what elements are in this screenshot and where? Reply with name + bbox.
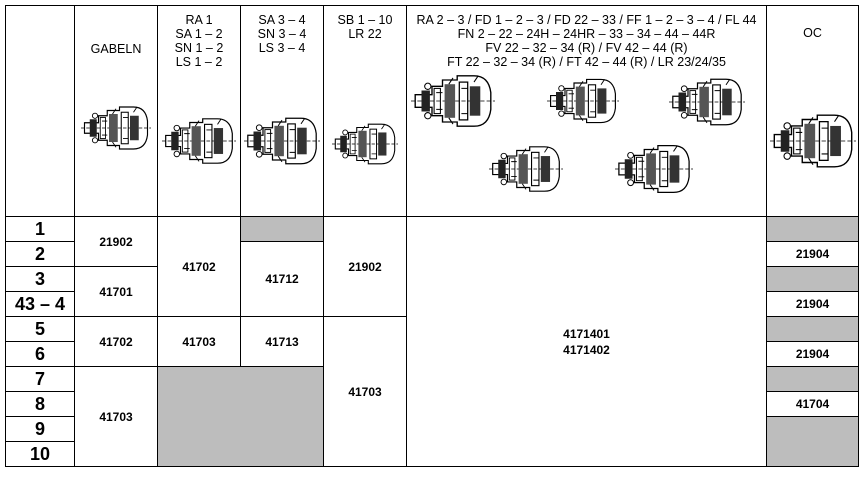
- header-sb-line: SB 1 – 10: [337, 13, 393, 27]
- header-sa34-line: SN 3 – 4: [257, 27, 307, 41]
- code-cell: 41703: [323, 316, 407, 467]
- row-label: 43 – 4: [5, 291, 75, 317]
- corner-cell: [5, 5, 75, 217]
- header-ra1: RA 1 SA 1 – 2 SN 1 – 2 LS 1 – 2: [157, 5, 241, 217]
- code-cell: 21902: [74, 216, 158, 267]
- empty-gray-cell: [766, 216, 859, 242]
- header-gabeln-label: GABELN: [90, 42, 142, 56]
- pto-coupling-drawing: [332, 123, 398, 165]
- empty-gray-cell: [766, 266, 859, 292]
- row-label: 1: [5, 216, 75, 242]
- header-sa34: SA 3 – 4 SN 3 – 4 LS 3 – 4: [240, 5, 324, 217]
- header-oc-label: OC: [803, 26, 822, 40]
- code-cell: 41703: [74, 366, 158, 467]
- row-label: 8: [5, 391, 75, 417]
- header-multi-line: FV 22 – 32 – 34 (R) / FV 42 – 44 (R): [485, 41, 688, 55]
- row-label: 3: [5, 266, 75, 292]
- code-cell: 21902: [323, 216, 407, 317]
- empty-gray-cell: [766, 316, 859, 342]
- row-label: 7: [5, 366, 75, 392]
- header-ra1-line: SA 1 – 2: [175, 27, 223, 41]
- code-cell: 21904: [766, 241, 859, 267]
- row-label: 6: [5, 341, 75, 367]
- code-cell: 21904: [766, 291, 859, 317]
- code-cell: 21904: [766, 341, 859, 367]
- pto-coupling-drawing: [81, 106, 151, 150]
- pto-coupling-drawing: [547, 78, 619, 124]
- code-line: 4171402: [563, 342, 610, 357]
- code-cell: 41702: [74, 316, 158, 367]
- pto-coupling-drawing: [411, 75, 495, 127]
- header-oc: OC: [766, 5, 859, 217]
- code-cell: 41701: [74, 266, 158, 317]
- pto-coupling-drawing: [162, 118, 236, 164]
- header-multi: RA 2 – 3 / FD 1 – 2 – 3 / FD 22 – 33 / F…: [406, 5, 767, 217]
- header-ra1-line: SN 1 – 2: [174, 41, 224, 55]
- code-line: 4171401: [563, 326, 610, 341]
- header-sa34-line: LS 3 – 4: [258, 41, 306, 55]
- header-multi-line: FN 2 – 22 – 24H – 24HR – 33 – 34 – 44 – …: [457, 27, 716, 41]
- empty-gray-cell: [766, 416, 859, 467]
- empty-gray-cell: [157, 366, 324, 467]
- header-sb: SB 1 – 10 LR 22: [323, 5, 407, 217]
- header-sb-line: LR 22: [348, 27, 382, 41]
- pto-coupling-drawing: [769, 114, 856, 168]
- code-cell: 41702: [157, 216, 241, 317]
- row-label: 5: [5, 316, 75, 342]
- code-cell: 41703: [157, 316, 241, 367]
- pto-coupling-drawing: [615, 144, 693, 194]
- pto-coupling-drawing: [669, 78, 745, 126]
- row-label: 10: [5, 441, 75, 467]
- pto-coupling-drawing: [489, 146, 563, 192]
- multi-drawings: [408, 71, 766, 211]
- code-cell: 4171401 4171402: [406, 216, 767, 467]
- code-cell: 41713: [240, 316, 324, 367]
- parts-table: GABELN RA 1 SA 1 – 2 SN 1 – 2 LS 1 – 2 S…: [5, 5, 859, 467]
- header-gabeln: GABELN: [74, 5, 158, 217]
- code-cell: 41712: [240, 241, 324, 317]
- header-multi-line: RA 2 – 3 / FD 1 – 2 – 3 / FD 22 – 33 / F…: [416, 13, 757, 27]
- row-label: 9: [5, 416, 75, 442]
- row-label: 2: [5, 241, 75, 267]
- empty-gray-cell: [766, 366, 859, 392]
- header-ra1-line: LS 1 – 2: [175, 55, 223, 69]
- pto-coupling-drawing: [244, 117, 320, 165]
- header-multi-line: FT 22 – 32 – 34 (R) / FT 42 – 44 (R) / L…: [447, 55, 726, 69]
- header-ra1-line: RA 1: [185, 13, 213, 27]
- empty-gray-cell: [240, 216, 324, 242]
- code-cell: 41704: [766, 391, 859, 417]
- header-sa34-line: SA 3 – 4: [258, 13, 306, 27]
